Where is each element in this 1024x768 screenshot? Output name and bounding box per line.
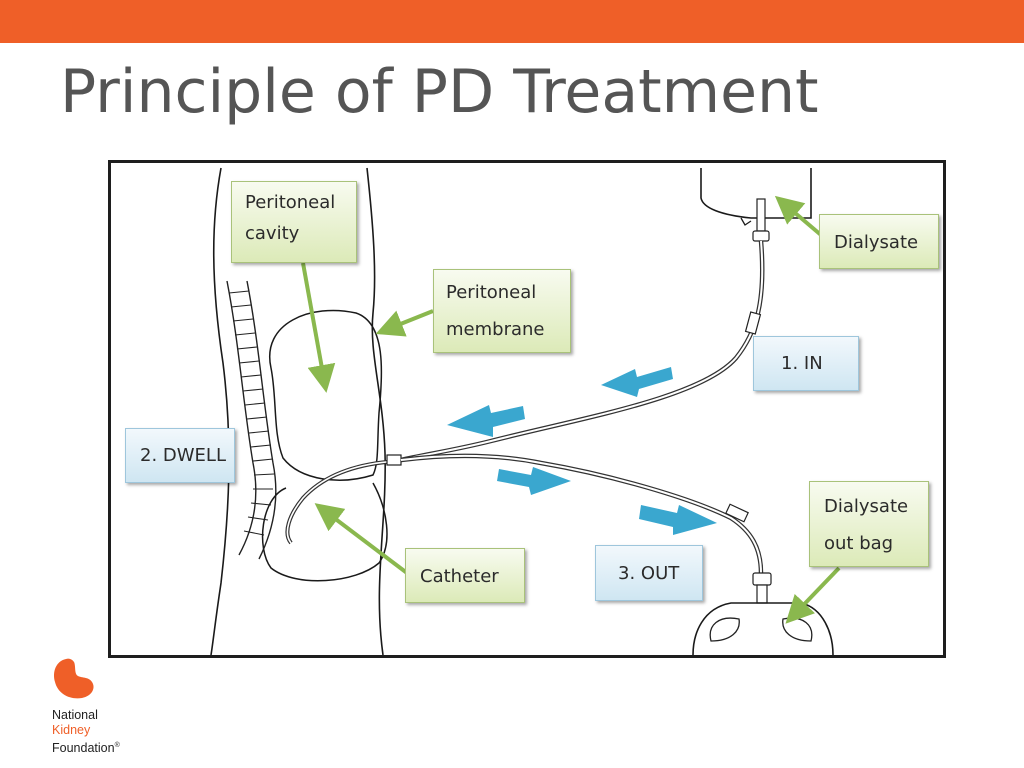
drain-bag [692, 602, 834, 655]
label-dialysate: Dialysate [819, 214, 939, 269]
top-accent-bar [0, 0, 1024, 43]
slide-title: Principle of PD Treatment [60, 57, 819, 127]
logo-text-national: National [52, 708, 98, 722]
body-front-outline [366, 167, 386, 655]
label-catheter: Catheter [405, 548, 525, 603]
diagram-drawing [210, 167, 841, 655]
in-arrow-upper [601, 367, 673, 397]
body-back-outline [210, 167, 230, 655]
lower-sac [261, 482, 388, 582]
pointer-peritoneal-cavity [301, 262, 336, 393]
logo-text-kidney: Kidney [52, 723, 91, 737]
label-step-out: 3. OUT [595, 545, 703, 601]
logo-text-foundation: Foundation® [52, 741, 120, 756]
label-step-dwell: 2. DWELL [125, 428, 235, 483]
label-dialysate-out-bag: Dialysate out bag [809, 481, 929, 567]
kidney-icon [54, 658, 94, 699]
spine-outer [226, 280, 257, 556]
pointer-dialysate [774, 195, 823, 237]
nkf-logo: National Kidney Foundation® [52, 656, 142, 756]
pointer-peritoneal-membrane [375, 309, 434, 337]
label-peritoneal-cavity: Peritoneal cavity [231, 181, 357, 263]
pointer-catheter [314, 503, 409, 575]
label-step-in: 1. IN [753, 336, 859, 391]
pointer-out-bag [785, 566, 841, 624]
catheter-port [386, 454, 402, 466]
out-arrow-lower [639, 505, 717, 535]
spine-inner [246, 280, 277, 560]
pd-treatment-diagram: Peritoneal cavity Peritoneal membrane Di… [108, 160, 946, 658]
dialysate-bag [700, 168, 812, 219]
peritoneal-sac [268, 309, 383, 481]
in-arrow-lower [447, 405, 525, 437]
flow-arrows [447, 367, 717, 535]
out-arrow-upper [497, 467, 571, 495]
spine-vertebrae [228, 290, 275, 536]
label-peritoneal-membrane: Peritoneal membrane [433, 269, 571, 353]
